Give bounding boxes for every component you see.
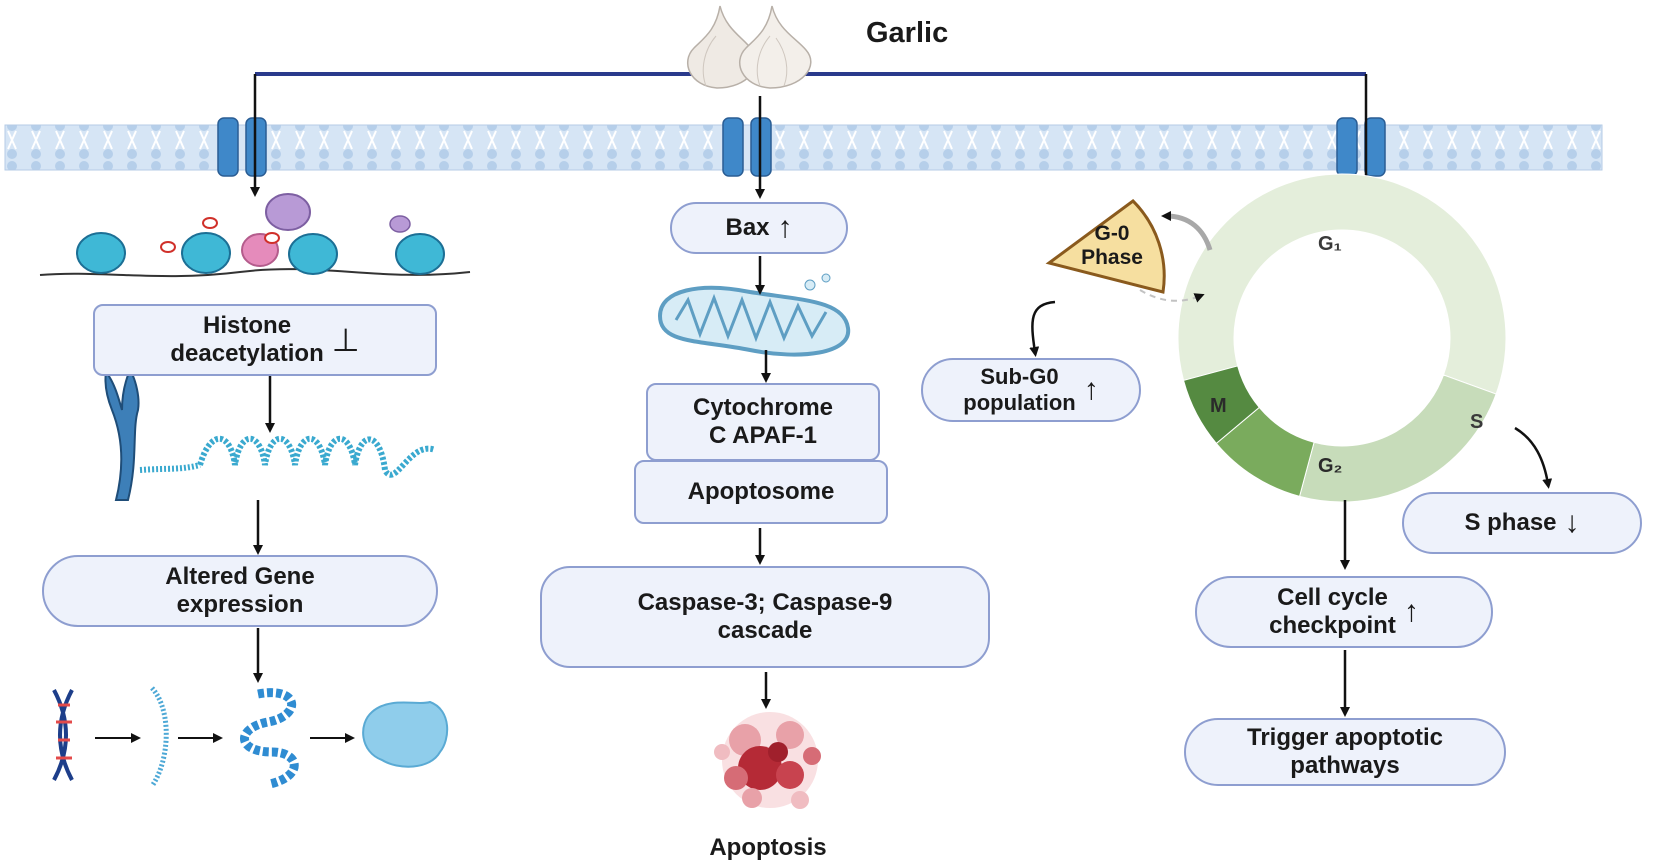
- bax-label: Bax: [725, 214, 770, 241]
- cell-cycle-checkpoint-box: Cell cycle checkpoint ↑: [1195, 576, 1493, 648]
- arrow-g0-to-g1: [1139, 289, 1205, 303]
- caspase-label: Caspase-3; Caspase-9 cascade: [637, 589, 893, 644]
- sub-g0-up-arrow: ↑: [1083, 373, 1099, 406]
- g0-phase-label: G-0 Phase: [1081, 222, 1143, 269]
- cell-membrane: [4, 124, 1603, 171]
- ring-segment-g1: [1177, 173, 1507, 395]
- sub-g0-population-box: Sub-G0 population ↑: [921, 358, 1141, 422]
- chromosome-illustration: [104, 367, 437, 501]
- s-phase-down-arrow: ↓: [1564, 506, 1580, 539]
- cell-cycle-ring: [1177, 173, 1507, 503]
- inhibition-symbol: ⊥: [331, 322, 360, 358]
- arrow-s-to-sphase: [1514, 426, 1553, 489]
- histone-deacetylation-box: Histone deacetylation ⊥: [93, 304, 437, 376]
- gene-expression-illustration: [52, 686, 449, 789]
- s-phase-box: S phase ↓: [1402, 492, 1642, 554]
- sub-g0-population-label: Sub-G0 population: [963, 364, 1076, 415]
- phase-label-m: M: [1210, 395, 1227, 417]
- apoptotic-cell-icon: [714, 712, 821, 809]
- garlic-title: Garlic: [866, 17, 948, 49]
- g0-phase-sector: [1045, 199, 1166, 294]
- altered-gene-expression-box: Altered Gene expression: [42, 555, 438, 627]
- ring-segment-s: [1298, 374, 1497, 503]
- phase-label-s: S: [1470, 411, 1483, 433]
- mitochondrion-icon: [657, 273, 851, 357]
- s-phase-label: S phase: [1464, 509, 1557, 536]
- apoptosome-box: Apoptosome: [634, 460, 888, 524]
- arrow-g1-to-g0: [1161, 211, 1213, 251]
- caspase-box: Caspase-3; Caspase-9 cascade: [540, 566, 990, 668]
- cytochrome-box: Cytochrome C APAF-1: [646, 383, 880, 461]
- histone-deacetylation-label: Histone deacetylation: [170, 312, 324, 367]
- altered-gene-expression-label: Altered Gene expression: [165, 563, 315, 618]
- ring-segment-m: [1182, 365, 1260, 445]
- trigger-apoptotic-pathways-label: Trigger apoptotic pathways: [1246, 724, 1443, 779]
- membrane-channel-right: [1336, 117, 1386, 177]
- trigger-apoptotic-pathways-box: Trigger apoptotic pathways: [1184, 718, 1506, 786]
- garlic-icon: [686, 5, 812, 89]
- phase-label-g1: G₁: [1318, 233, 1342, 255]
- cell-cycle-checkpoint-label: Cell cycle checkpoint: [1269, 584, 1396, 639]
- apoptosis-label: Apoptosis: [709, 834, 827, 861]
- arrow-g0-to-subg0: [1029, 300, 1056, 357]
- phase-label-g2: G₂: [1318, 455, 1342, 477]
- bax-up-arrow: ↑: [777, 211, 793, 244]
- nucleosome-illustration: [39, 193, 471, 278]
- cytochrome-label: Cytochrome C APAF-1: [692, 394, 834, 449]
- checkpoint-up-arrow: ↑: [1403, 595, 1419, 628]
- bax-box: Bax ↑: [670, 202, 848, 254]
- apoptosome-label: Apoptosome: [687, 478, 835, 505]
